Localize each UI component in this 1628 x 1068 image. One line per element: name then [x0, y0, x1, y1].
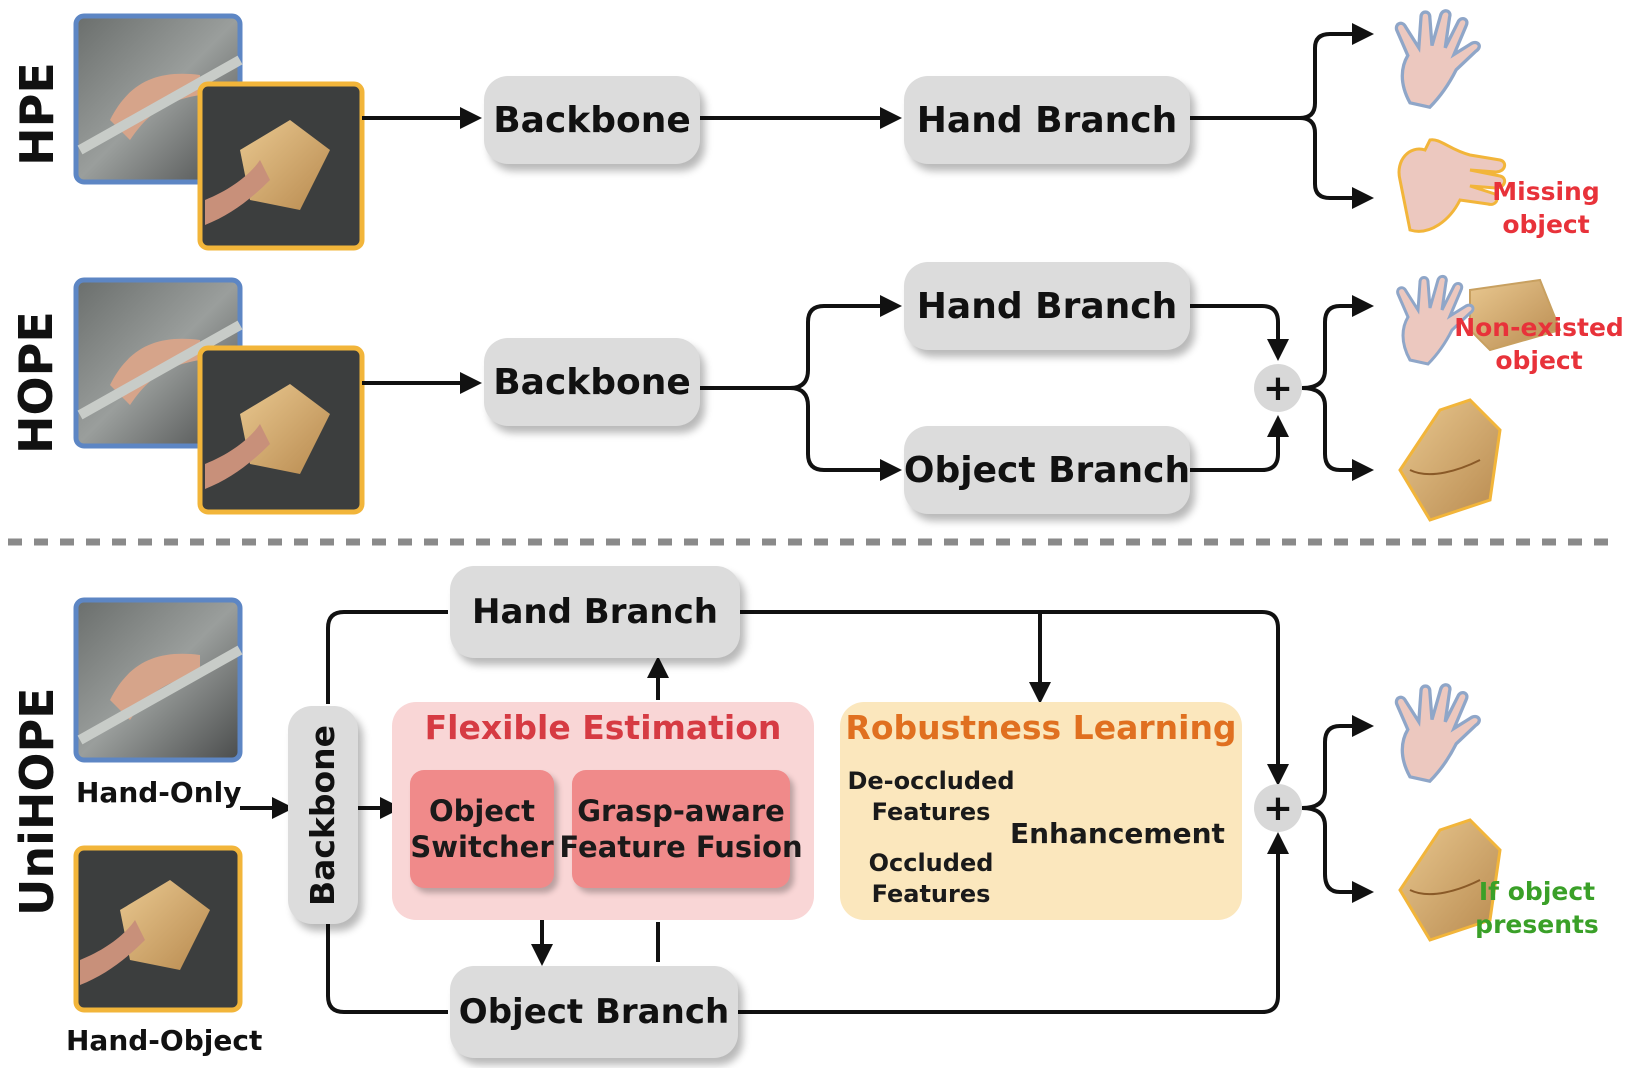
hope-fusion-plus: + — [1254, 364, 1302, 412]
object-switcher: Object Switcher — [410, 770, 554, 888]
unihope-photo-hand-object — [73, 845, 243, 1013]
unihope-backbone-label: Backbone — [303, 724, 343, 906]
hand-only-caption: Hand-Only — [76, 776, 242, 809]
row-label-hpe: HPE — [10, 62, 64, 166]
hope-object-branch: Object Branch — [904, 426, 1190, 514]
if-object-presents-note: If object presents — [1475, 877, 1599, 939]
unihope-backbone: Backbone — [288, 706, 358, 924]
hpe-photo-hand-object — [197, 81, 365, 251]
hand-object-caption: Hand-Object — [66, 1024, 263, 1057]
occluded-features-label: Occluded Features — [868, 849, 994, 909]
unihope-fusion-plus: + — [1254, 784, 1302, 832]
hope-hand-branch: Hand Branch — [904, 262, 1190, 350]
unihope-object-mesh-icon — [1398, 818, 1502, 942]
flexible-estimation-title: Flexible Estimation — [424, 708, 782, 747]
nonexisted-object-note: Non-existed object — [1454, 313, 1624, 375]
row-label-hope: HOPE — [9, 311, 63, 454]
row-label-unihope: UniHOPE — [10, 687, 64, 916]
hand-mesh-icon — [1394, 9, 1481, 109]
hope-backbone: Backbone — [484, 338, 700, 426]
hope-photo-hand-object — [197, 345, 365, 515]
missing-object-note: Missing object — [1492, 177, 1600, 239]
unihope-object-branch: Object Branch — [450, 966, 738, 1058]
hand-object-mesh-icon — [1396, 274, 1562, 366]
hpe-backbone: Backbone — [484, 76, 700, 164]
deoccluded-features-label: De-occluded Features — [847, 767, 1015, 827]
unihope-hand-branch: Hand Branch — [450, 566, 740, 658]
unihope-photo-hand-only — [73, 597, 243, 763]
robustness-learning-panel: Robustness Learning — [840, 702, 1242, 920]
enhancement-label: Enhancement — [1010, 817, 1225, 850]
hpe-hand-branch: Hand Branch — [904, 76, 1190, 164]
grasp-aware-feature-fusion: Grasp-aware Feature Fusion — [559, 770, 803, 888]
robustness-learning-title: Robustness Learning — [845, 708, 1237, 747]
unihope-hand-mesh-icon — [1394, 683, 1481, 783]
hand-mesh-missing-icon — [1397, 138, 1507, 233]
object-mesh-icon — [1398, 398, 1502, 522]
